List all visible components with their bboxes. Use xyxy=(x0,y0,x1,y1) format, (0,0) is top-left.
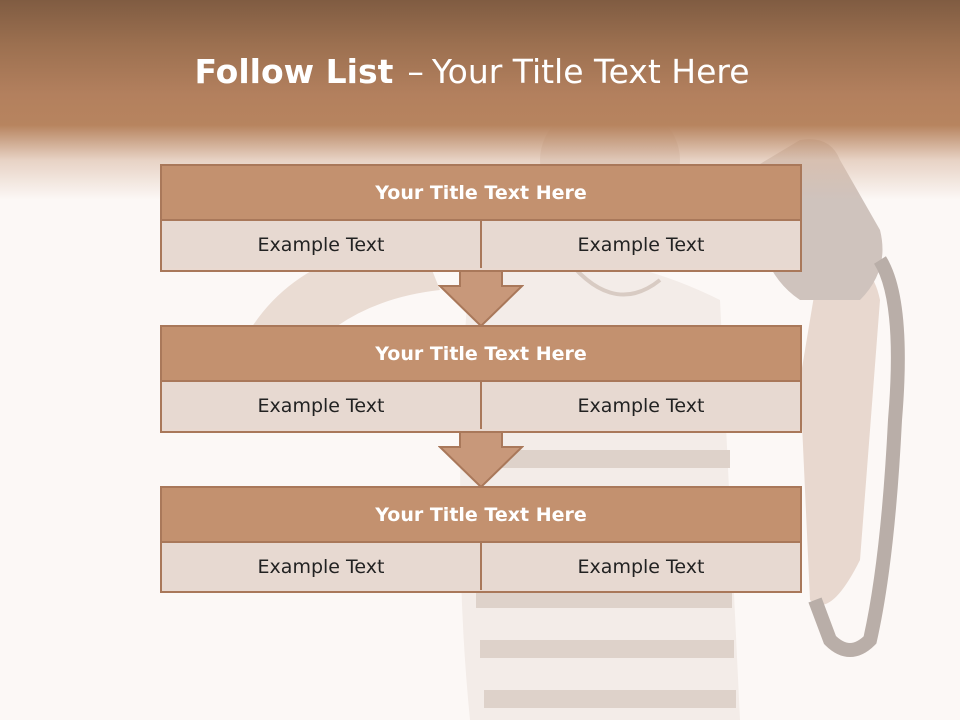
down-arrow-icon xyxy=(438,431,524,489)
block-row: Example Text Example Text xyxy=(162,382,800,429)
block-cell-right: Example Text xyxy=(480,221,800,268)
block-title: Your Title Text Here xyxy=(162,488,800,543)
slide-title-rest: Your Title Text Here xyxy=(431,52,750,91)
follow-block-2: Your Title Text Here Example Text Exampl… xyxy=(160,325,802,433)
slide-title: Follow List–Your Title Text Here xyxy=(0,52,944,91)
block-title: Your Title Text Here xyxy=(162,327,800,382)
slide-title-dash: – xyxy=(407,52,424,91)
block-row: Example Text Example Text xyxy=(162,543,800,590)
block-cell-left: Example Text xyxy=(162,382,480,429)
block-row: Example Text Example Text xyxy=(162,221,800,268)
follow-block-3: Your Title Text Here Example Text Exampl… xyxy=(160,486,802,593)
block-cell-left: Example Text xyxy=(162,543,480,590)
slide-title-bold: Follow List xyxy=(194,52,394,91)
block-cell-left: Example Text xyxy=(162,221,480,268)
down-arrow-icon xyxy=(438,270,524,328)
follow-block-1: Your Title Text Here Example Text Exampl… xyxy=(160,164,802,272)
block-cell-right: Example Text xyxy=(480,543,800,590)
block-title: Your Title Text Here xyxy=(162,166,800,221)
block-cell-right: Example Text xyxy=(480,382,800,429)
